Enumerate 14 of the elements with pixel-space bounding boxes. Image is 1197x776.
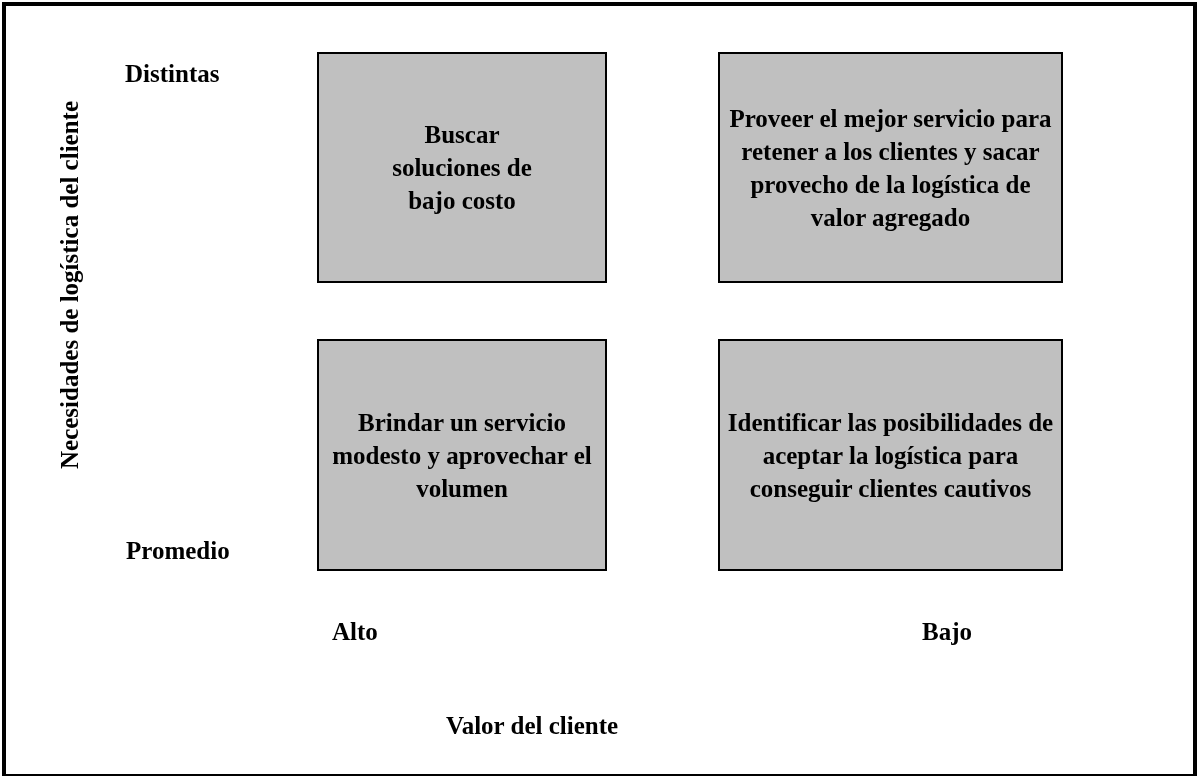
- axis-tick-label: Bajo: [922, 618, 972, 646]
- axis-tick-label: Alto: [332, 618, 378, 646]
- axis-title: Necesidades de logística del cliente: [56, 101, 84, 469]
- quadrant-text: Identificar las posibilidades de aceptar la logística para conseguir clientes cautivos: [726, 407, 1055, 504]
- quadrant-text: Buscar soluciones de bajo costo: [391, 120, 533, 216]
- quadrant-box: [317, 339, 607, 571]
- quadrant-text: Brindar un servicio modesto y aprovechar el volumen: [331, 407, 593, 504]
- quadrant-box: [718, 339, 1063, 571]
- axis-title: Valor del cliente: [445, 712, 619, 740]
- quadrant-box: [718, 52, 1063, 283]
- quadrant-box: [317, 52, 607, 283]
- axis-tick-label: Distintas: [125, 60, 220, 88]
- axis-tick-label: Promedio: [126, 537, 230, 565]
- quadrant-text: Proveer el mejor servicio para retener a los clientes y sacar provecho de la logística de valor agregado: [728, 103, 1053, 233]
